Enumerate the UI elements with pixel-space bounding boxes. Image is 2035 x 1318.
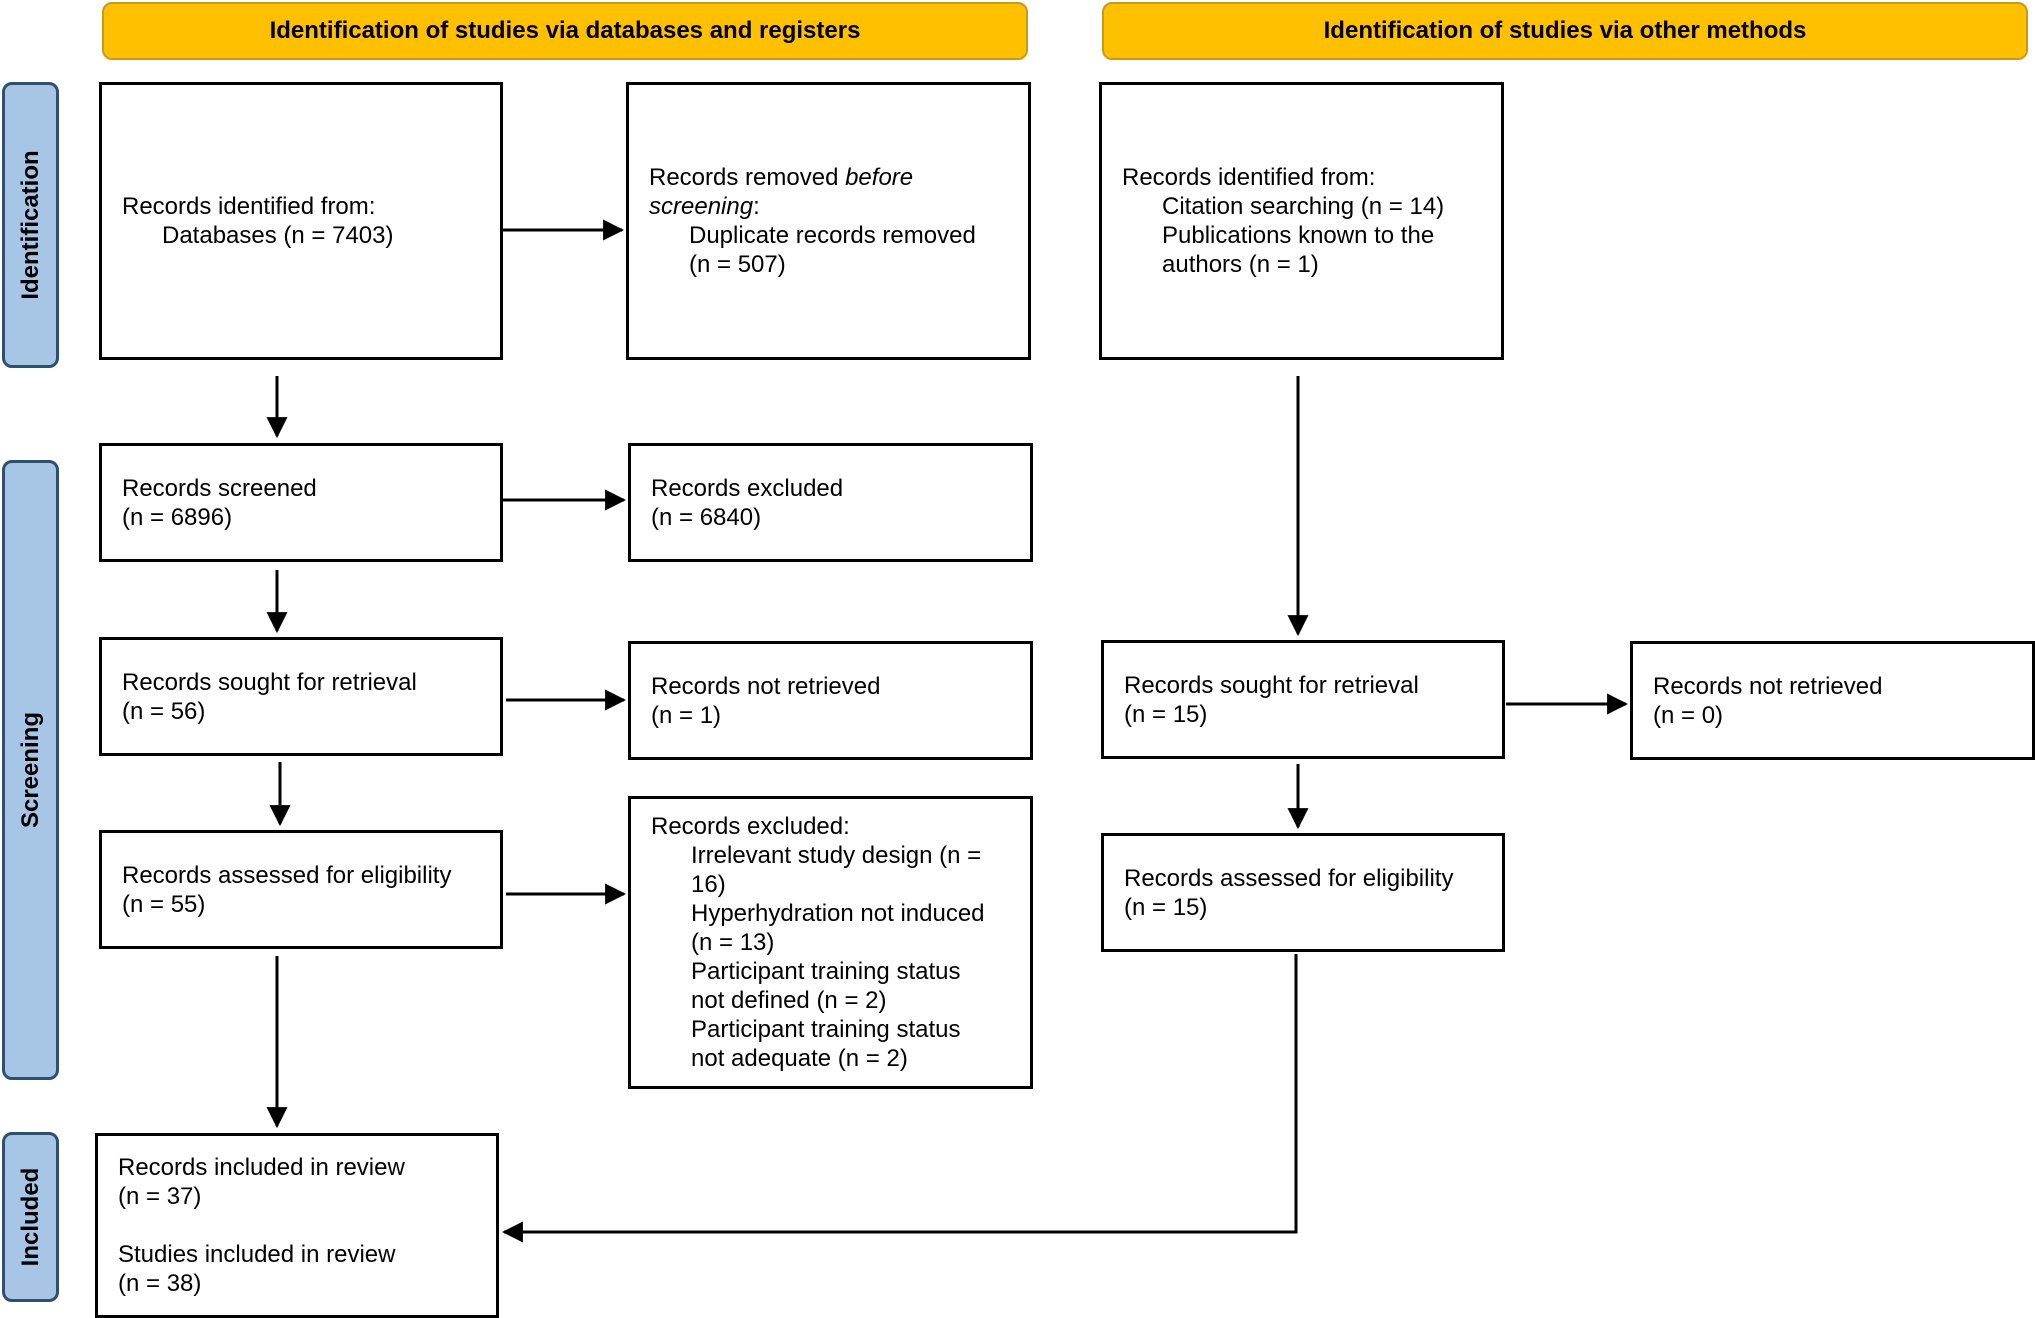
excluded-reason-line: Hyperhydration not induced <box>691 900 985 927</box>
box-records-identified-other: Records identified from: Citation search… <box>1099 82 1504 360</box>
assessed-right-title: Records assessed for eligibility <box>1124 864 1454 892</box>
box-records-assessed-left: Records assessed for eligibility (n = 55… <box>99 830 503 949</box>
header-databases-label: Identification of studies via databases … <box>269 17 861 44</box>
excluded-reason-line: (n = 13) <box>691 929 775 956</box>
not-retrieved-left-count: (n = 1) <box>651 701 722 729</box>
excluded-reason-line: 16) <box>691 871 726 898</box>
header-other-methods: Identification of studies via other meth… <box>1102 2 2028 60</box>
box-records-excluded: Records excluded (n = 6840) <box>628 443 1033 562</box>
box-records-removed: Records removed before screening: Duplic… <box>626 82 1031 360</box>
header-other-label: Identification of studies via other meth… <box>1323 17 1807 44</box>
assessed-left-title: Records assessed for eligibility <box>122 861 452 889</box>
records-screened-title: Records screened <box>122 474 317 502</box>
phase-included: Included <box>2 1132 59 1302</box>
not-retrieved-left-title: Records not retrieved <box>651 672 881 700</box>
records-included-title: Records included in review <box>118 1154 405 1181</box>
box-records-excluded-reasons: Records excluded: Irrelevant study desig… <box>628 796 1033 1089</box>
publications-known-count: authors (n = 1) <box>1162 251 1319 278</box>
records-removed-title: Records removed before screening: <box>649 164 914 220</box>
studies-included-count: (n = 38) <box>118 1270 202 1297</box>
assessed-right-count: (n = 15) <box>1124 893 1208 921</box>
box-records-identified-databases: Records identified from: Databases (n = … <box>99 82 503 360</box>
publications-known-line: Publications known to the <box>1162 222 1435 249</box>
box-records-sought-right: Records sought for retrieval (n = 15) <box>1101 640 1505 759</box>
citation-searching-count: Citation searching (n = 14) <box>1162 193 1445 220</box>
not-retrieved-right-count: (n = 0) <box>1653 701 1724 729</box>
excluded-reason-line: Participant training status <box>691 958 961 985</box>
phase-identification: Identification <box>2 82 59 368</box>
sought-right-count: (n = 15) <box>1124 700 1208 728</box>
records-identified-title: Records identified from: <box>122 193 376 220</box>
connector-other-to-included <box>501 954 1298 1243</box>
box-records-not-retrieved-right: Records not retrieved (n = 0) <box>1630 641 2035 760</box>
databases-count: Databases (n = 7403) <box>162 222 394 249</box>
box-records-not-retrieved-left: Records not retrieved (n = 1) <box>628 641 1033 760</box>
box-records-included: Records included in review (n = 37) Stud… <box>95 1133 499 1318</box>
box-records-sought-left: Records sought for retrieval (n = 56) <box>99 637 503 756</box>
excluded-reason-line: not adequate (n = 2) <box>691 1045 908 1072</box>
records-excluded-title: Records excluded <box>651 474 844 502</box>
studies-included-title: Studies included in review <box>118 1241 396 1268</box>
excluded-reason-line: Irrelevant study design (n = <box>691 842 982 869</box>
sought-left-title: Records sought for retrieval <box>122 668 417 696</box>
excluded-reason-line: not defined (n = 2) <box>691 987 887 1014</box>
records-excluded-count: (n = 6840) <box>651 503 762 531</box>
phase-screening: Screening <box>2 460 59 1080</box>
not-retrieved-right-title: Records not retrieved <box>1653 672 1883 700</box>
sought-left-count: (n = 56) <box>122 697 206 725</box>
duplicates-label: Duplicate records removed <box>689 222 976 249</box>
box-records-screened: Records screened (n = 6896) <box>99 443 503 562</box>
excluded-reason-line: Participant training status <box>691 1016 961 1043</box>
records-included-count: (n = 37) <box>118 1183 202 1210</box>
records-screened-count: (n = 6896) <box>122 503 233 531</box>
assessed-left-count: (n = 55) <box>122 890 206 918</box>
box-records-assessed-right: Records assessed for eligibility (n = 15… <box>1101 833 1505 952</box>
excluded-reasons-title: Records excluded: <box>651 813 850 840</box>
duplicates-count: (n = 507) <box>689 251 786 278</box>
header-databases: Identification of studies via databases … <box>102 2 1028 60</box>
sought-right-title: Records sought for retrieval <box>1124 671 1419 699</box>
records-identified-other-title: Records identified from: <box>1122 164 1376 191</box>
